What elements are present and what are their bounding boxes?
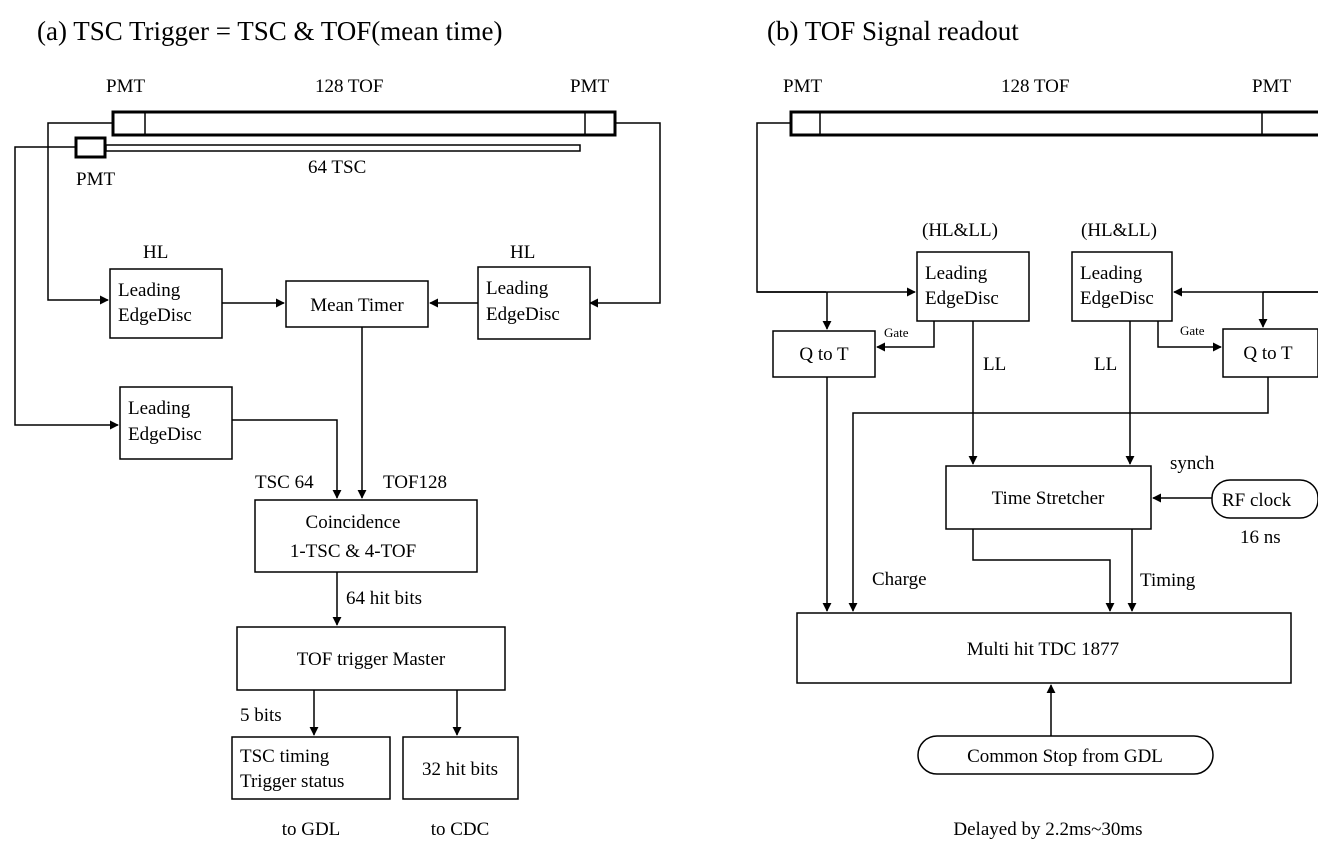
gate-right-label: Gate [1180,323,1205,338]
hit-bits-32-box [402,736,519,800]
pmt-left-label-b: PMT [783,76,822,97]
panel-b-title: (b) TOF Signal readout [767,16,1019,46]
tsc-counter-bar [105,144,581,152]
tsc-timing-label: TSC timing [240,746,330,767]
leading-edge-disc-right-label: Leading [486,278,549,299]
q-to-t-left-label: Q to T [799,344,849,365]
ns16-label: 16 ns [1240,527,1281,548]
leading-edge-disc-right-b [1071,251,1173,322]
rf-clock-label: RF clock [1222,490,1292,511]
tsc-counter-label: 64 TSC [308,157,366,178]
pmt-left-label: PMT [106,76,145,97]
tsc64-label: TSC 64 [255,472,314,493]
leading-edge-disc-right-label-2: EdgeDisc [486,304,560,325]
tof-counter-label: 128 TOF [315,76,383,97]
pmt-right-label: PMT [570,76,609,97]
coincidence-box [254,499,478,573]
tof-counter-bar-b [789,110,1318,137]
ll-left-label: LL [983,354,1006,375]
leading-edge-disc-left-label: Leading [118,280,181,301]
leading-edge-disc-left-b-label-2: EdgeDisc [925,288,999,309]
tsc-pmt-label: PMT [76,169,115,190]
hlll-right-label: (HL&LL) [1081,220,1157,241]
q-to-t-left-box [772,330,876,378]
tof-counter-label-b: 128 TOF [1001,76,1069,97]
common-stop-box [917,735,1214,775]
charge-label: Charge [872,569,927,590]
tsc-pmt-box [74,136,107,159]
gate-left-label: Gate [884,325,909,340]
mean-timer-box [285,280,429,328]
leading-edge-disc-right-b-label-2: EdgeDisc [1080,288,1154,309]
panel-b: (b) TOF Signal readout PMT 128 TOF PMT (… [756,16,1318,840]
hl-right-label: HL [510,242,535,263]
common-stop-label: Common Stop from GDL [967,746,1163,767]
time-stretcher-label: Time Stretcher [992,488,1105,509]
tof-trigger-master-box [236,626,506,691]
leading-edge-disc-tsc-label: Leading [128,398,191,419]
hit-bits-32-label: 32 hit bits [422,759,498,780]
leading-edge-disc-left-b [916,251,1030,322]
multi-hit-tdc-box [796,612,1292,684]
synch-label: synch [1170,453,1215,474]
time-stretcher-box [945,465,1152,530]
leading-edge-disc-right-b-label: Leading [1080,263,1143,284]
hlll-left-label: (HL&LL) [922,220,998,241]
to-gdl-label: to GDL [282,819,341,840]
tof-counter-bar [111,110,617,137]
rf-clock-box [1211,479,1318,519]
hit-bits-64-label: 64 hit bits [346,588,422,609]
hl-left-label: HL [143,242,168,263]
trigger-status-label: Trigger status [240,771,344,792]
multi-hit-tdc-label: Multi hit TDC 1877 [967,639,1119,660]
timing-label: Timing [1140,570,1196,591]
leading-edge-disc-tsc [119,386,233,460]
panel-a: (a) TSC Trigger = TSC & TOF(mean time) P… [14,16,661,840]
to-cdc-label: to CDC [431,819,490,840]
mean-timer-label: Mean Timer [310,295,404,316]
ll-right-label: LL [1094,354,1117,375]
coincidence-label: Coincidence [306,512,401,533]
q-to-t-right-label: Q to T [1243,343,1293,364]
pmt-right-label-b: PMT [1252,76,1291,97]
tof128-label: TOF128 [383,472,447,493]
coincidence-label-2: 1-TSC & 4-TOF [290,541,416,562]
leading-edge-disc-left-b-label: Leading [925,263,988,284]
leading-edge-disc-left [109,268,223,339]
tof-trigger-master-label: TOF trigger Master [297,649,446,670]
q-to-t-right-box [1222,328,1318,378]
leading-edge-disc-tsc-label-2: EdgeDisc [128,424,202,445]
leading-edge-disc-left-label-2: EdgeDisc [118,305,192,326]
delayed-label: Delayed by 2.2ms~30ms [953,819,1142,840]
panel-a-title: (a) TSC Trigger = TSC & TOF(mean time) [37,16,503,46]
bits-5-label: 5 bits [240,705,282,726]
tsc-timing-status-box [231,736,391,800]
